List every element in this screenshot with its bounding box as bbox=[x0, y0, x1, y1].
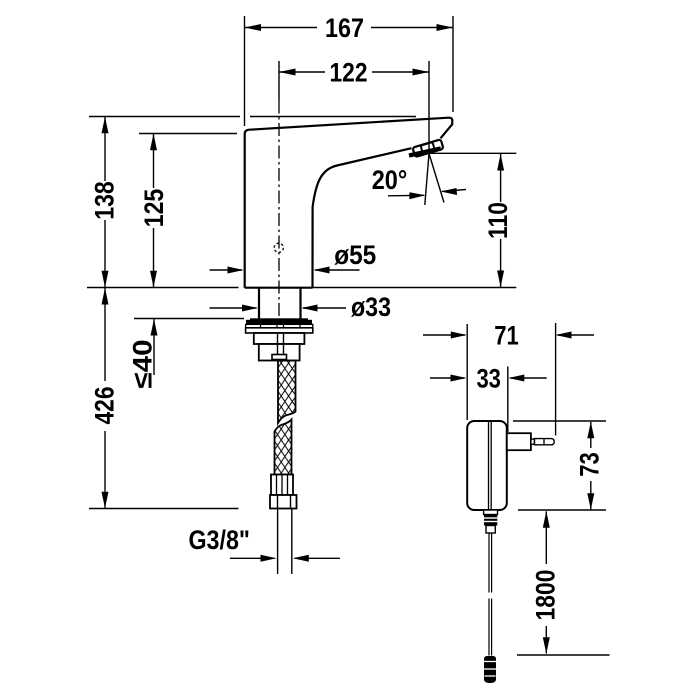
svg-text:167: 167 bbox=[325, 13, 364, 43]
svg-text:122: 122 bbox=[330, 57, 368, 87]
svg-text:33: 33 bbox=[476, 363, 501, 393]
svg-text:20°: 20° bbox=[372, 165, 408, 195]
svg-text:1800: 1800 bbox=[531, 570, 561, 621]
svg-text:125: 125 bbox=[139, 189, 169, 228]
svg-text:110: 110 bbox=[483, 202, 513, 239]
svg-text:G3/8": G3/8" bbox=[188, 525, 250, 555]
svg-text:ø33: ø33 bbox=[351, 292, 391, 322]
svg-text:≤40: ≤40 bbox=[127, 340, 157, 389]
svg-text:426: 426 bbox=[90, 387, 120, 425]
svg-text:138: 138 bbox=[90, 181, 120, 220]
svg-text:73: 73 bbox=[575, 452, 605, 477]
svg-text:ø55: ø55 bbox=[334, 240, 376, 270]
svg-text:71: 71 bbox=[494, 320, 519, 350]
